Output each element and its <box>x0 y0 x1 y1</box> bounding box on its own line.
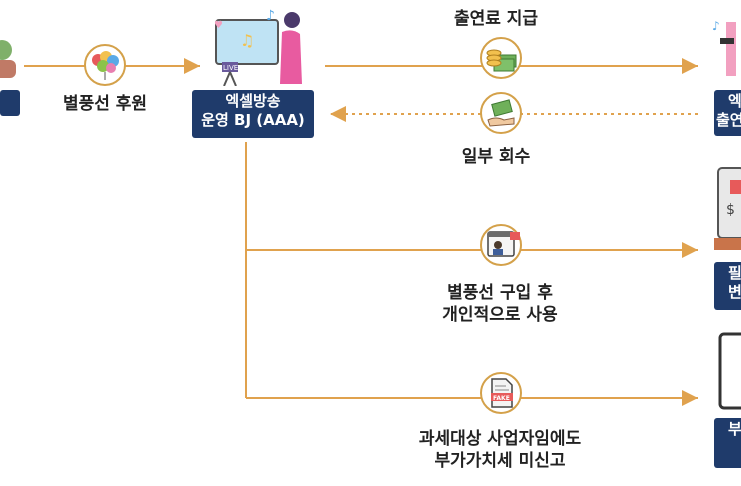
right-box2-line1: 필 <box>728 264 741 282</box>
right-box1-line2: 출연 <box>716 111 741 129</box>
right-box-3: 부 <box>714 418 741 468</box>
right-box3-line1: 부 <box>728 420 741 438</box>
right-box2-line2: 변 <box>728 283 741 301</box>
person-icon <box>0 40 16 78</box>
viewer-figure <box>0 38 18 78</box>
viewer-box <box>0 90 20 116</box>
phone-icon: $ <box>714 167 741 250</box>
svg-text:$: $ <box>726 202 735 218</box>
right-icon-2: $ <box>712 166 741 252</box>
money-stack-icon <box>486 49 517 72</box>
hand-money-circle <box>480 92 522 134</box>
live-sign: LIVE <box>223 64 238 72</box>
screen-circle <box>480 224 522 266</box>
balloon-circle <box>84 44 126 86</box>
bj-illustration: LIVE ♪ ♫ ♥ <box>208 6 304 87</box>
right-box-2: 필 변 <box>714 262 741 310</box>
label-tax: 과세대상 사업자임에도 부가가치세 미신고 <box>380 428 620 472</box>
tablet-icon <box>718 332 741 410</box>
tax-line1: 과세대상 사업자임에도 <box>418 429 582 449</box>
right-box1-line1: 엑 <box>728 92 741 110</box>
fake-stamp: FAKE <box>493 395 510 402</box>
performer-icon: ♪ <box>712 19 736 76</box>
video-screen-icon <box>487 231 520 257</box>
tax-line2: 부가가치세 미신고 <box>434 451 566 471</box>
center-line2: 운영 BJ (AAA) <box>201 111 305 129</box>
personal-use-line2: 개인적으로 사용 <box>442 305 558 325</box>
music-note-icon-2: ♫ <box>240 31 254 50</box>
center-bj-box: 엑셀방송 운영 BJ (AAA) <box>192 90 314 138</box>
document-circle: FAKE <box>480 372 522 414</box>
label-balloon-support: 별풍선 후원 <box>62 94 148 114</box>
live-broadcast-icon: LIVE ♪ ♫ ♥ <box>214 8 302 87</box>
center-line1: 엑셀방송 <box>225 92 281 110</box>
music-note-icon: ♪ <box>266 8 275 24</box>
right-box-1: 엑 출연 <box>714 90 741 136</box>
svg-text:♪: ♪ <box>712 19 720 33</box>
label-partial-recovery: 일부 회수 <box>461 147 531 167</box>
money-circle <box>480 37 522 79</box>
right-icon-1: ♪ <box>712 16 741 76</box>
fake-document-icon: FAKE <box>491 378 513 408</box>
label-pay-fee: 출연료 지급 <box>453 9 539 29</box>
right-icon-3 <box>716 330 741 410</box>
personal-use-line1: 별풍선 구입 후 <box>447 283 553 303</box>
heart-icon: ♥ <box>214 20 223 31</box>
hand-money-icon <box>487 99 515 127</box>
label-personal-use: 별풍선 구입 후 개인적으로 사용 <box>400 282 600 326</box>
balloon-icon <box>92 51 119 80</box>
